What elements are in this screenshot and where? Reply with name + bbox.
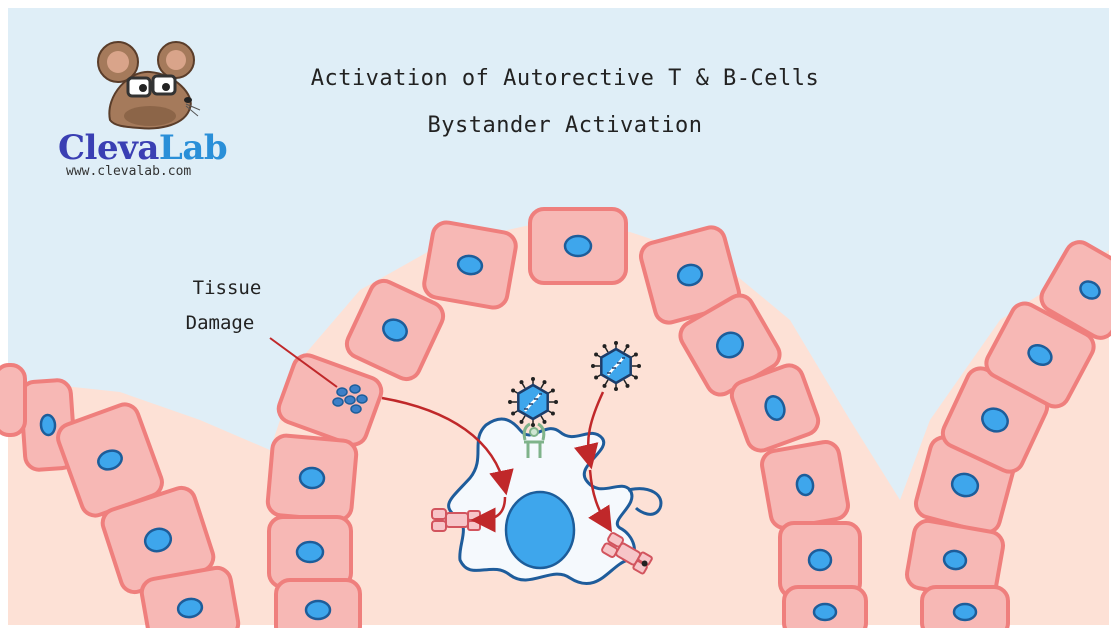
- cell-nucleus: [809, 550, 831, 570]
- epithelial-cell: [422, 220, 518, 309]
- annotation-damage: Damage: [160, 312, 280, 334]
- epithelial-cell: [530, 209, 626, 283]
- logo-name-part1: Cleva: [58, 128, 159, 168]
- mhc-receptor-left-icon: [432, 509, 480, 531]
- epithelial-cell: [784, 587, 866, 628]
- apc-nucleus: [506, 492, 574, 568]
- epithelial-cell: [922, 587, 1008, 628]
- epithelial-cell: [267, 434, 358, 521]
- cell-nucleus: [954, 604, 976, 620]
- cell-nucleus: [814, 604, 836, 620]
- cell-nucleus: [306, 601, 330, 619]
- epithelial-cell: [276, 580, 360, 628]
- epithelial-cell: [760, 440, 850, 530]
- logo-url: www.clevalab.com: [66, 164, 191, 179]
- logo-name-part2: Lab: [159, 128, 227, 168]
- cell-nucleus: [297, 542, 323, 562]
- epithelial-cell: [269, 517, 351, 587]
- cell-nucleus: [565, 236, 591, 256]
- diagram-subtitle: Bystander Activation: [240, 113, 890, 138]
- cell-nucleus: [40, 415, 55, 436]
- annotation-tissue: Tissue: [172, 277, 282, 299]
- logo-wordmark: ClevaLab: [58, 128, 227, 168]
- epithelial-cell: [0, 365, 25, 435]
- cell-nucleus: [299, 467, 325, 489]
- diagram-title: Activation of Autorective T & B-Cells: [240, 66, 890, 91]
